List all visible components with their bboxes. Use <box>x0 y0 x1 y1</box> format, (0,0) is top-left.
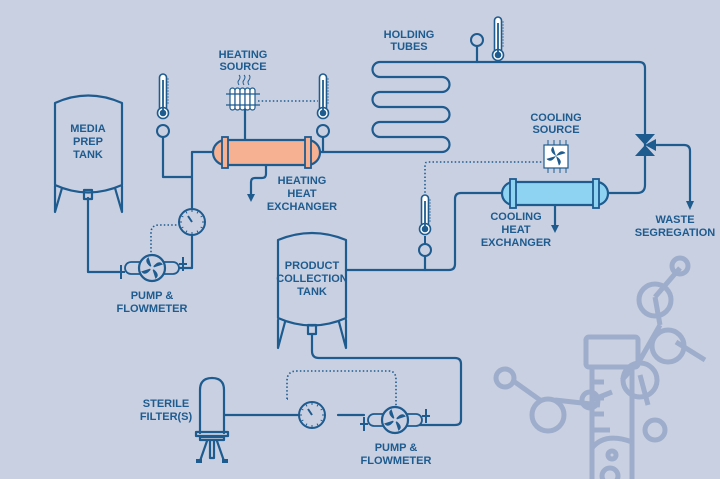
waste-arrow <box>686 201 694 210</box>
label-line: HEAT <box>501 224 530 236</box>
pressure-gauge-icon[interactable] <box>178 208 206 236</box>
pipe-cooler-to-product <box>344 191 504 272</box>
radiator-icon <box>226 74 260 111</box>
label-line: EXCHANGER <box>267 201 337 213</box>
label-line: HEAT <box>287 188 316 200</box>
label-line: SEGREGATION <box>635 227 716 239</box>
pipe-media-to-pump <box>86 196 122 274</box>
sensor-probe-icon <box>470 33 484 47</box>
sensor-probe-icon <box>316 124 330 138</box>
heating-drain <box>249 163 268 198</box>
label-line: SOURCE <box>219 61 266 73</box>
pump-fan-icon[interactable] <box>117 253 187 283</box>
pressure-gauge-icon[interactable] <box>298 401 326 429</box>
label-line: PUMP & <box>375 442 418 454</box>
label-line: HEATING <box>219 49 268 61</box>
label-line: FILTER(S) <box>140 411 193 423</box>
label-line: PREP <box>73 136 103 148</box>
label-line: TUBES <box>390 41 427 53</box>
label-line: COLLECTION <box>276 273 348 285</box>
label-line: PRODUCT <box>285 260 340 272</box>
valve-icon[interactable] <box>635 134 656 156</box>
label-line: HOLDING <box>384 29 435 41</box>
sterile-filter <box>194 376 230 463</box>
label-pump1: PUMP &FLOWMETER <box>117 290 188 315</box>
heating-drain-arrow <box>247 194 255 202</box>
label-line: FLOWMETER <box>361 455 432 467</box>
cooling-signal-line <box>424 161 545 195</box>
label-line: PUMP & <box>131 290 174 302</box>
label-line: HEATING <box>278 175 327 187</box>
pipe-product-to-pump <box>310 333 463 427</box>
thermometer-icon <box>156 73 170 120</box>
label-line: WASTE <box>655 214 694 226</box>
sensor-probe-icon <box>156 124 170 138</box>
label-line: COOLING <box>530 112 581 124</box>
cooling-fan-icon <box>543 140 569 173</box>
cooling-heat-exchanger <box>500 178 610 209</box>
thermometer-icon <box>491 16 505 62</box>
holding-tubes <box>318 60 647 195</box>
label-pump2: PUMP &FLOWMETER <box>361 442 432 467</box>
label-line: COOLING <box>490 211 541 223</box>
molecule-icon <box>493 255 707 443</box>
label-line: FLOWMETER <box>117 303 188 315</box>
pipe-temp-tap <box>161 135 194 179</box>
heating-heat-exchanger <box>211 136 322 169</box>
thermometer-icon <box>316 73 330 120</box>
label-line: EXCHANGER <box>481 237 551 249</box>
product-collection-tank <box>276 231 348 350</box>
label-line: STERILE <box>143 398 189 410</box>
test-tube-icon <box>583 334 641 479</box>
label-line: MEDIA <box>70 123 106 135</box>
cooling-drain-arrow <box>551 225 559 233</box>
pump1-signal-line <box>150 224 179 256</box>
media-prep-tank <box>53 94 124 214</box>
pump-fan-icon[interactable] <box>360 405 430 435</box>
label-line: TANK <box>73 149 103 161</box>
pump2-signal-line <box>286 370 397 408</box>
sensor-probe-icon <box>418 243 432 257</box>
label-line: TANK <box>297 286 327 298</box>
pipe-waste <box>650 143 692 204</box>
thermometer-icon <box>418 194 432 236</box>
label-line: SOURCE <box>532 124 579 136</box>
